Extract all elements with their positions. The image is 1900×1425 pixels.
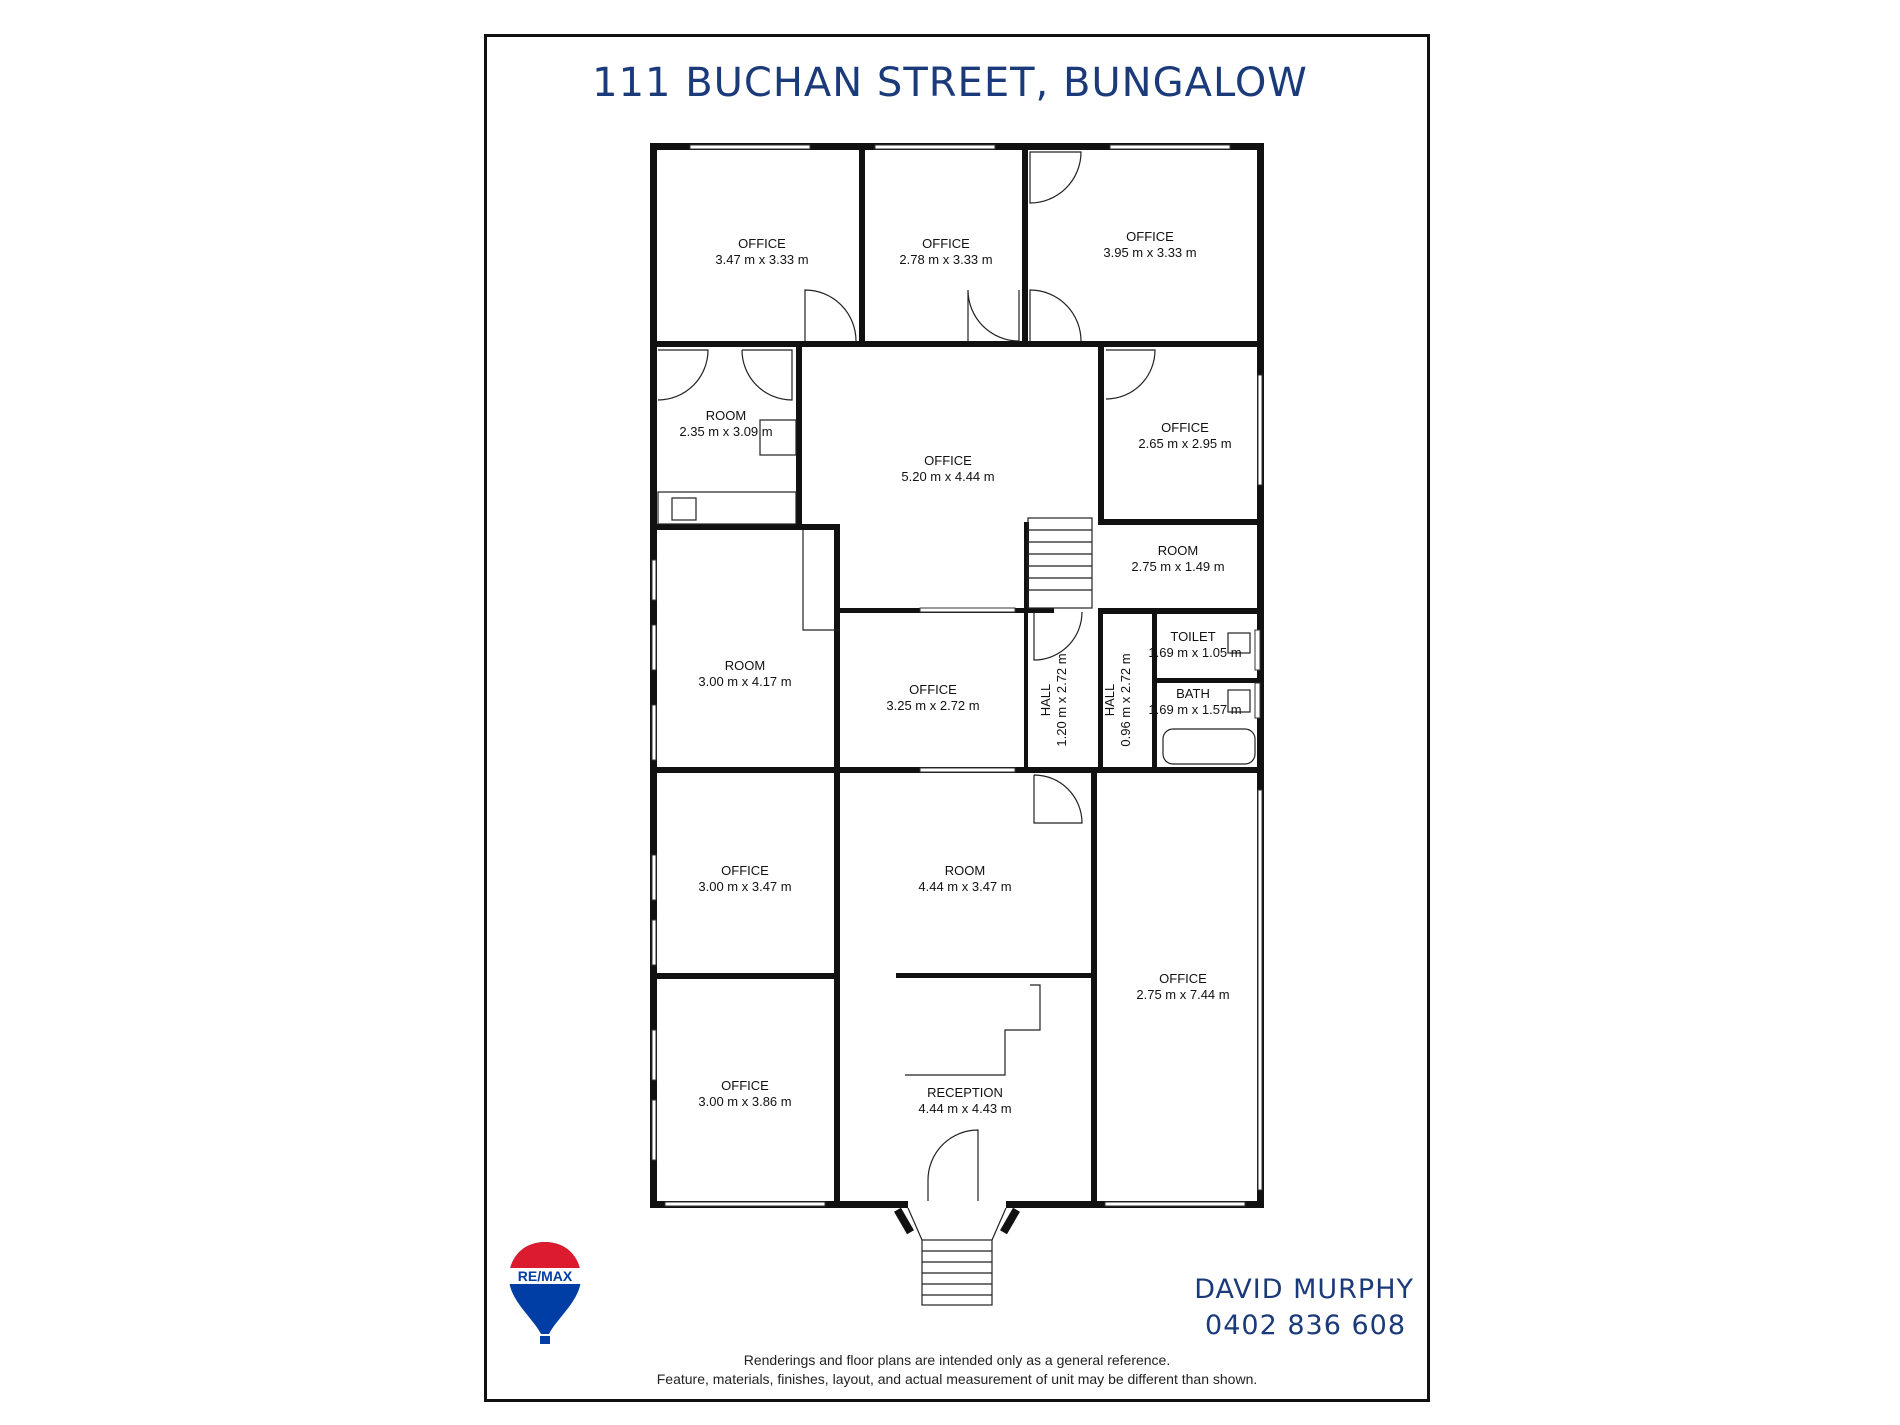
room-10-name: HALL xyxy=(1038,684,1053,717)
room-14-name: OFFICE xyxy=(721,863,769,878)
room-13-name: BATH xyxy=(1176,686,1210,701)
room-9-name: OFFICE xyxy=(909,682,957,697)
room-7-name: ROOM xyxy=(1158,543,1198,558)
room-10-size: 1.20 m x 2.72 m xyxy=(1054,653,1069,746)
room-16-name: OFFICE xyxy=(1159,971,1207,986)
page-title: 111 BUCHAN STREET, BUNGALOW xyxy=(592,60,1308,106)
room-12-size: 1.69 m x 1.05 m xyxy=(1148,645,1241,660)
room-2-size: 2.78 m x 3.33 m xyxy=(899,252,992,267)
room-5-size: 5.20 m x 4.44 m xyxy=(901,469,994,484)
room-6-name: OFFICE xyxy=(1161,420,1209,435)
fixtures xyxy=(657,419,1256,1076)
room-6-size: 2.65 m x 2.95 m xyxy=(1138,436,1231,451)
disclaimer-line-2: Feature, materials, finishes, layout, an… xyxy=(656,1371,1258,1387)
room-1-name: OFFICE xyxy=(738,236,786,251)
agent-phone: 0402 836 608 xyxy=(1205,1310,1406,1341)
logo-text: RE/MAX xyxy=(518,1268,573,1284)
room-7-size: 2.75 m x 1.49 m xyxy=(1131,559,1224,574)
agent-name: DAVID MURPHY xyxy=(1194,1274,1414,1305)
doors xyxy=(657,151,1156,1201)
room-16-size: 2.75 m x 7.44 m xyxy=(1136,987,1229,1002)
room-15-size: 4.44 m x 3.47 m xyxy=(918,879,1011,894)
room-11-size: 0.96 m x 2.72 m xyxy=(1118,653,1133,746)
room-1-size: 3.47 m x 3.33 m xyxy=(715,252,808,267)
room-8-size: 3.00 m x 4.17 m xyxy=(698,674,791,689)
disclaimer-line-1: Renderings and floor plans are intended … xyxy=(743,1352,1171,1368)
room-15-name: ROOM xyxy=(945,863,985,878)
room-4-name: ROOM xyxy=(706,408,746,423)
room-13-size: 1.69 m x 1.57 m xyxy=(1148,702,1241,717)
room-18-size: 4.44 m x 4.43 m xyxy=(918,1101,1011,1116)
remax-logo: RE/MAX xyxy=(507,1242,583,1344)
room-17-size: 3.00 m x 3.86 m xyxy=(698,1094,791,1109)
windows xyxy=(651,144,1263,1207)
room-3-name: OFFICE xyxy=(1126,229,1174,244)
plan-frame xyxy=(484,34,1430,1402)
disclaimer: Renderings and floor plans are intended … xyxy=(484,1351,1430,1389)
room-2-name: OFFICE xyxy=(922,236,970,251)
room-11-name: HALL xyxy=(1102,684,1117,717)
room-8-name: ROOM xyxy=(725,658,765,673)
room-4-size: 2.35 m x 3.09 m xyxy=(679,424,772,439)
room-5-name: OFFICE xyxy=(924,453,972,468)
stairs xyxy=(894,517,1093,1306)
room-3-size: 3.95 m x 3.33 m xyxy=(1103,245,1196,260)
room-9-size: 3.25 m x 2.72 m xyxy=(886,698,979,713)
room-14-size: 3.00 m x 3.47 m xyxy=(698,879,791,894)
room-12-name: TOILET xyxy=(1170,629,1215,644)
room-labels: OFFICE 3.47 m x 3.33 m OFFICE 2.78 m x 3… xyxy=(679,229,1241,1116)
room-18-name: RECEPTION xyxy=(927,1085,1003,1100)
room-17-name: OFFICE xyxy=(721,1078,769,1093)
